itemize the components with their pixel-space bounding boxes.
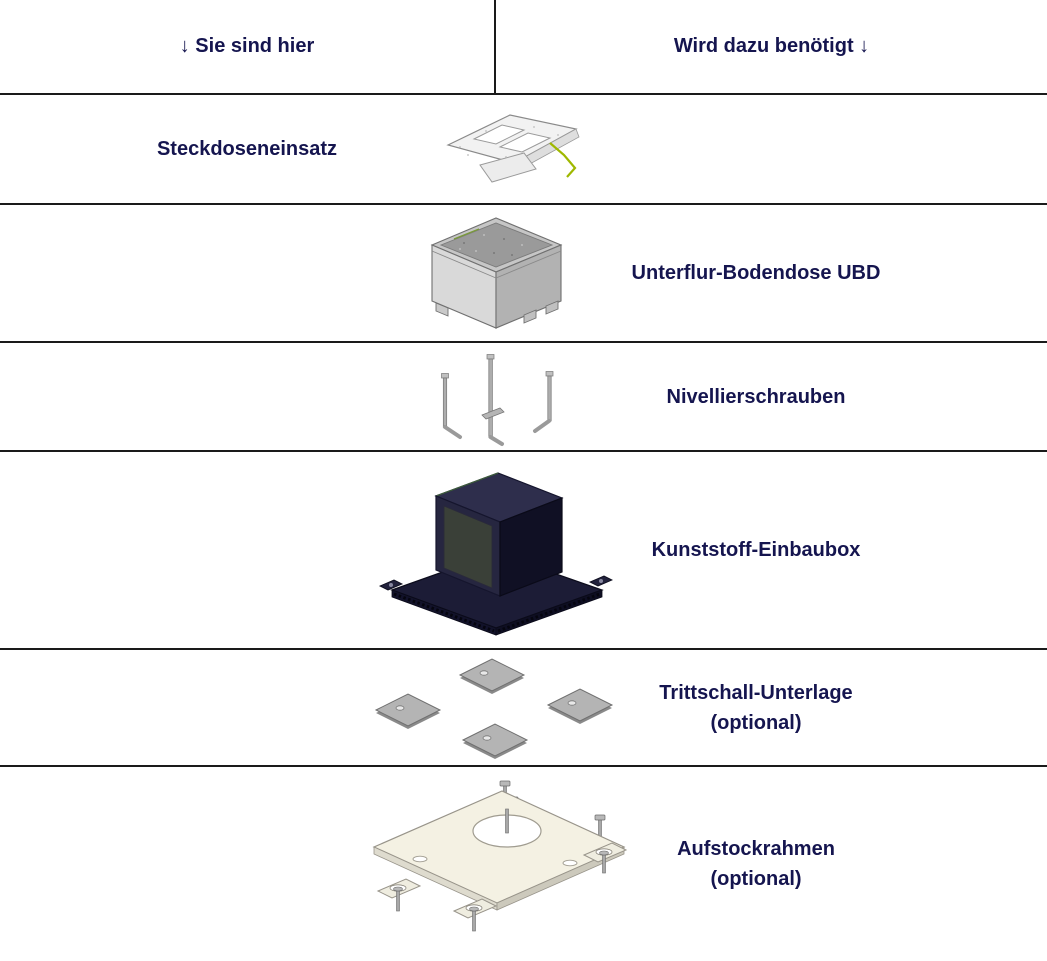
underfloor-box-illustration xyxy=(424,211,569,333)
row-trittschall-unterlage: Trittschall-Unterlage (optional) xyxy=(0,650,1047,767)
impact-sound-pads-image xyxy=(374,658,614,759)
label-unterflur-bodendose: Unterflur-Bodendose UBD xyxy=(631,262,881,284)
row-aufstockrahmen: Aufstockrahmen (optional) xyxy=(0,767,1047,961)
label-aufstockrahmen: Aufstockrahmen (optional) xyxy=(677,838,835,890)
leveling-screws-illustration xyxy=(434,351,562,449)
socket-insert-image xyxy=(446,114,580,183)
raising-frame-illustration xyxy=(362,775,632,943)
plastic-box-image xyxy=(378,472,613,636)
underfloor-box-image xyxy=(430,217,563,329)
header-row: ↓ Sie sind hier Wird dazu benötigt ↓ xyxy=(0,0,1047,95)
label-steckdoseneinsatz: Steckdoseneinsatz xyxy=(156,138,338,160)
header-left-label: ↓ Sie sind hier xyxy=(179,35,315,57)
label-trittschall-unterlage: Trittschall-Unterlage (optional) xyxy=(659,681,853,734)
raising-frame-image xyxy=(372,780,628,932)
impact-sound-pads-illustration xyxy=(374,658,616,760)
header-right-label: Wird dazu benötigt ↓ xyxy=(673,35,870,57)
plastic-box-illustration xyxy=(378,458,613,642)
row-steckdoseneinsatz: Steckdoseneinsatz xyxy=(0,95,1047,205)
socket-insert-illustration xyxy=(438,107,586,189)
label-nivellierschrauben: Nivellierschrauben xyxy=(666,385,846,408)
label-kunststoff-einbaubox: Kunststoff-Einbaubox xyxy=(651,539,861,561)
column-divider xyxy=(494,0,496,93)
row-unterflur-bodendose: Unterflur-Bodendose UBD xyxy=(0,205,1047,343)
row-nivellierschrauben: Nivellierschrauben xyxy=(0,343,1047,452)
leveling-screws-image xyxy=(441,354,554,446)
row-kunststoff-einbaubox: Kunststoff-Einbaubox xyxy=(0,452,1047,650)
